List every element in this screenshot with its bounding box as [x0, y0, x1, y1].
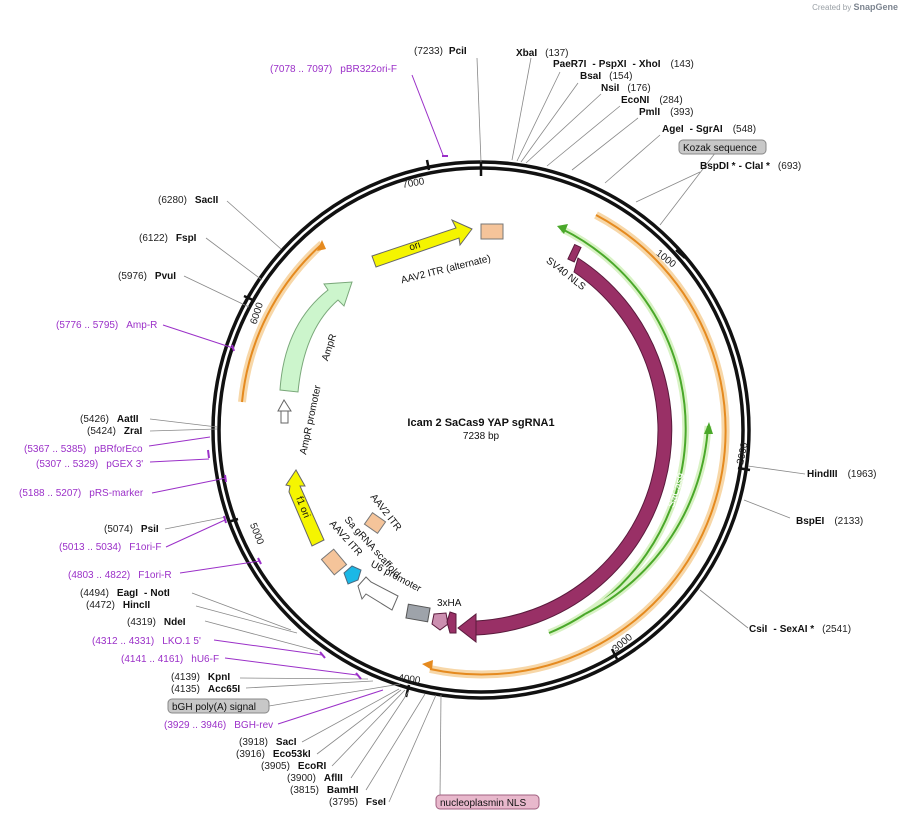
primer-marks	[207, 155, 448, 680]
site-psii: (5074)PsiI	[104, 524, 159, 535]
nucleoplasmin-nls-feature	[446, 611, 457, 634]
bgh-polya-feature	[405, 603, 431, 623]
snapgene-logo: SnapGene	[853, 2, 898, 12]
nucleoplasmin-nls-label: nucleoplasmin NLS	[440, 798, 526, 809]
ori-feature	[371, 218, 473, 268]
site-fspi: (6122)FspI	[139, 233, 197, 244]
tick-marks	[227, 159, 751, 698]
site-bamhi: (3815)BamHI	[290, 785, 359, 796]
primer-f1ori-r: (4803 .. 4822)F1ori-R	[68, 570, 172, 581]
site-saci: (3918)SacI	[239, 737, 297, 748]
orange-arc-right-arrow	[422, 660, 433, 670]
site-aatii: (5426)AatII	[80, 414, 139, 425]
nucleoplasmin-nls-box	[435, 794, 540, 810]
bgh-polya-label: bGH poly(A) signal	[172, 702, 256, 713]
tick-label-7000: 7000	[401, 176, 425, 191]
primer-pbr322ori-f: (7078 .. 7097)pBR322ori-F	[270, 64, 397, 75]
site-leaders	[149, 57, 806, 803]
site-bsai: BsaI(154)	[580, 71, 632, 82]
site-ndei: (4319)NdeI	[127, 617, 186, 628]
primer-lko1-5: (4312 .. 4331)LKO.1 5'	[92, 636, 201, 647]
sv40-nls-feature	[567, 243, 582, 263]
aav2-itr-alt-label: AAV2 ITR (alternate)	[400, 253, 492, 286]
orange-arc-left-arrow	[317, 240, 326, 251]
green-arc-outer-arrow	[557, 224, 568, 234]
primer-bgh-rev: (3929 .. 3946)BGH-rev	[164, 720, 273, 731]
site-agei-sgrai: AgeI-SgrAI(548)	[662, 124, 756, 135]
primer-hu6-f: (4141 .. 4161)hU6-F	[121, 654, 219, 665]
f1-ori-feature	[285, 469, 325, 547]
site-hindiii: HindIII(1963)	[807, 469, 876, 480]
ampr-feature	[279, 281, 353, 393]
sa-grna-scaffold-feature	[343, 565, 362, 585]
site-kpni: (4139)KpnI	[171, 672, 230, 683]
kozak-label: Kozak sequence	[683, 143, 757, 154]
tick-label-5000: 5000	[247, 522, 266, 547]
snapgene-credit: Created by SnapGene	[812, 2, 898, 12]
green-arc-inner-arrow	[704, 422, 713, 434]
sacas9-feature	[475, 257, 673, 636]
credit-prefix: Created by	[812, 3, 852, 12]
site-pcii: (7233)PciI	[414, 46, 467, 57]
primer-f1ori-f: (5013 .. 5034)F1ori-F	[59, 542, 162, 553]
site-paer7i-pspxi-xhoi: PaeR7I-PspXI-XhoI(143)	[553, 59, 694, 70]
tick-label-2000: 2000	[735, 441, 750, 465]
site-ecori: (3905)EcoRI	[261, 761, 326, 772]
site-zrai: (5424)ZraI	[87, 426, 142, 437]
sacas9-arrowhead	[457, 612, 477, 644]
aav2-itr-feature-1	[363, 511, 387, 535]
ori-label: ori	[408, 240, 422, 254]
primer-pbrforeco: (5367 .. 5385)pBRforEco	[24, 444, 143, 455]
site-nsii: NsiI(176)	[601, 83, 651, 94]
site-hincii: (4472)HincII	[86, 600, 150, 611]
ampr-promoter-feature	[277, 399, 292, 412]
site-bspei: BspEI(2133)	[796, 516, 863, 527]
ampr-label: AmpR	[320, 333, 339, 363]
site-eco53ki: (3916)Eco53kI	[236, 749, 311, 760]
site-fsei: (3795)FseI	[329, 797, 386, 808]
aav2-itr-alt-feature	[480, 223, 504, 240]
ha-tag-feature	[431, 612, 449, 631]
site-bspdi-clai: BspDI *-ClaI *(693)	[700, 161, 801, 172]
plasmid-length: 7238 bp	[463, 431, 500, 442]
sacas9-label: SaCas9	[666, 471, 688, 509]
primer-amp-r: (5776 .. 5795)Amp-R	[56, 320, 157, 331]
u6-promoter-feature	[357, 576, 399, 611]
kozak-box	[678, 139, 767, 155]
site-aflii: (3900)AflII	[287, 773, 343, 784]
plasmid-name: Icam 2 SaCas9 YAP sgRNA1	[407, 417, 554, 429]
primer-prs-marker: (5188 .. 5207)pRS-marker	[19, 488, 144, 499]
site-csii-sexai: CsiI-SexAI *(2541)	[749, 624, 851, 635]
site-pvui: (5976)PvuI	[118, 271, 176, 282]
tick-label-4000: 4000	[397, 673, 421, 687]
aav2-itr-feature-2	[320, 548, 348, 576]
site-acc65i: (4135)Acc65I	[171, 684, 240, 695]
site-eagi-noti: (4494)EagI-NotI	[80, 588, 170, 599]
site-pmli: PmlI(393)	[639, 107, 693, 118]
primer-pgex3: (5307 .. 5329)pGEX 3'	[36, 459, 143, 470]
site-xbai: XbaI(137)	[516, 48, 568, 59]
site-sacii: (6280)SacII	[158, 195, 218, 206]
site-econi: EcoNI(284)	[621, 95, 683, 106]
primer-leaders	[148, 74, 444, 725]
ampr-promoter-label: AmpR promoter	[298, 384, 324, 456]
ha-tag-label: 3xHA	[437, 598, 462, 609]
bgh-polya-box	[167, 698, 270, 714]
